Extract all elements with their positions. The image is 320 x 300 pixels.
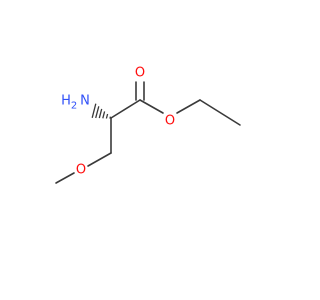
bond-ethyl-ch2-to-ch3 bbox=[199, 99, 241, 126]
hashed-wedge-bond-to-nitrogen bbox=[91, 103, 112, 119]
carbonyl-oxygen-label: O bbox=[135, 66, 145, 81]
bond-carbonyl-carbon-to-alpha-carbon bbox=[110, 99, 141, 119]
canvas-background bbox=[0, 0, 300, 300]
ester-oxygen-label: O bbox=[165, 114, 175, 129]
nitrogen-hydrogen-label: H bbox=[61, 94, 71, 109]
bond-side-ch2-to-ether-oxygen bbox=[87, 152, 112, 167]
bond-ether-oxygen-to-methyl bbox=[55, 172, 75, 184]
nitrogen-hydrogen-count: 2 bbox=[71, 101, 77, 112]
bond-carbonyl-carbon-to-ester-oxygen bbox=[139, 99, 164, 114]
ether-oxygen-label: O bbox=[76, 163, 86, 178]
nitrogen-label: N bbox=[80, 94, 90, 109]
molecule-structure-diagram: O O O H 2 N bbox=[0, 0, 300, 300]
bond-ester-oxygen-to-ethyl-ch2 bbox=[176, 99, 201, 114]
bonds bbox=[55, 81, 241, 184]
atom-labels: O O O H 2 N bbox=[61, 66, 175, 178]
